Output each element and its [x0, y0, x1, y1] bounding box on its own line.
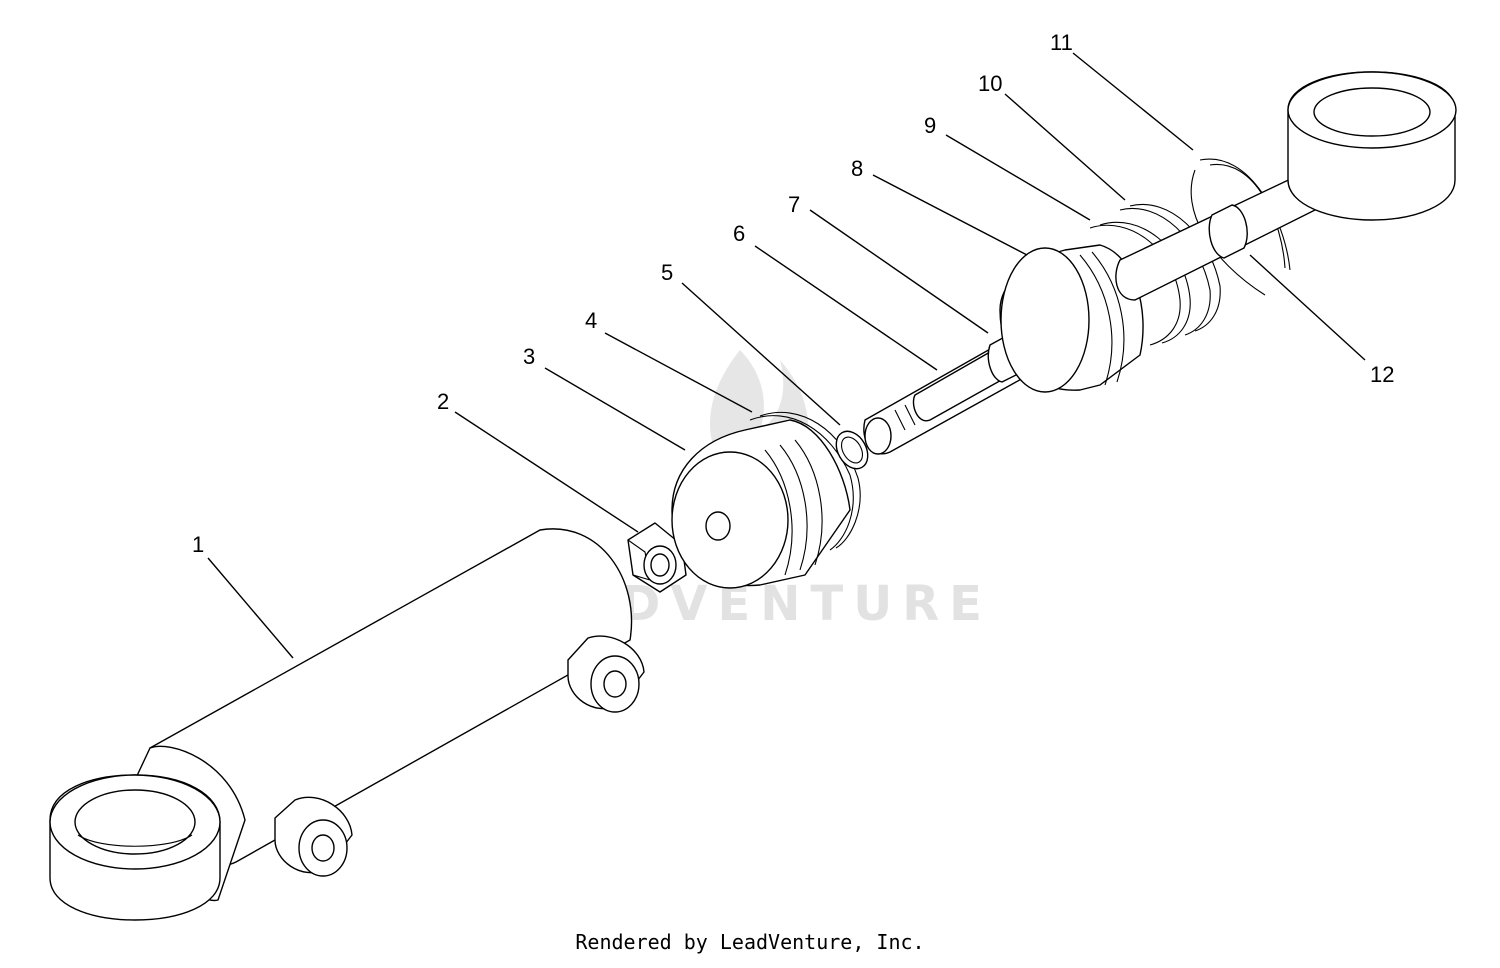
leader-8 — [872, 174, 1028, 256]
callout-11: 11 — [1050, 30, 1073, 55]
rod-end-eye — [1115, 71, 1457, 301]
leader-2 — [454, 411, 639, 533]
part-3-piston — [671, 419, 851, 589]
leader-11 — [1072, 52, 1194, 151]
leader-lines — [207, 52, 1366, 659]
leader-7 — [809, 209, 989, 334]
callout-12: 12 — [1370, 362, 1394, 387]
part-4-piston-ring — [749, 411, 861, 551]
leader-10 — [1004, 93, 1126, 201]
leader-4 — [604, 332, 753, 413]
part-5-o-ring — [835, 430, 869, 470]
leader-1 — [207, 557, 294, 659]
part-9-gland-seal — [1089, 221, 1191, 346]
part-10-wiper-ring — [1119, 204, 1221, 336]
footer-credit: Rendered by LeadVenture, Inc. — [575, 930, 925, 954]
leader-12 — [1249, 254, 1366, 361]
callout-1: 1 — [192, 532, 204, 557]
callout-6: 6 — [733, 221, 745, 246]
part-1-cylinder-barrel — [49, 528, 645, 921]
leader-9 — [945, 134, 1091, 221]
callout-9: 9 — [924, 113, 936, 138]
callout-8: 8 — [851, 156, 863, 181]
callout-7: 7 — [788, 192, 800, 217]
leader-3 — [544, 367, 686, 451]
part-2-hex-nut — [627, 522, 687, 593]
callout-4: 4 — [585, 308, 597, 333]
leader-5 — [681, 282, 841, 426]
part-8-gland — [999, 244, 1144, 393]
leader-6 — [754, 245, 938, 371]
callout-5: 5 — [661, 260, 673, 285]
callout-2: 2 — [437, 389, 449, 414]
callout-10: 10 — [978, 71, 1002, 96]
callout-3: 3 — [523, 344, 535, 369]
part-12-rod-collar — [1208, 204, 1248, 259]
callout-labels: 1 2 3 4 5 6 7 8 9 10 11 12 — [192, 30, 1394, 557]
